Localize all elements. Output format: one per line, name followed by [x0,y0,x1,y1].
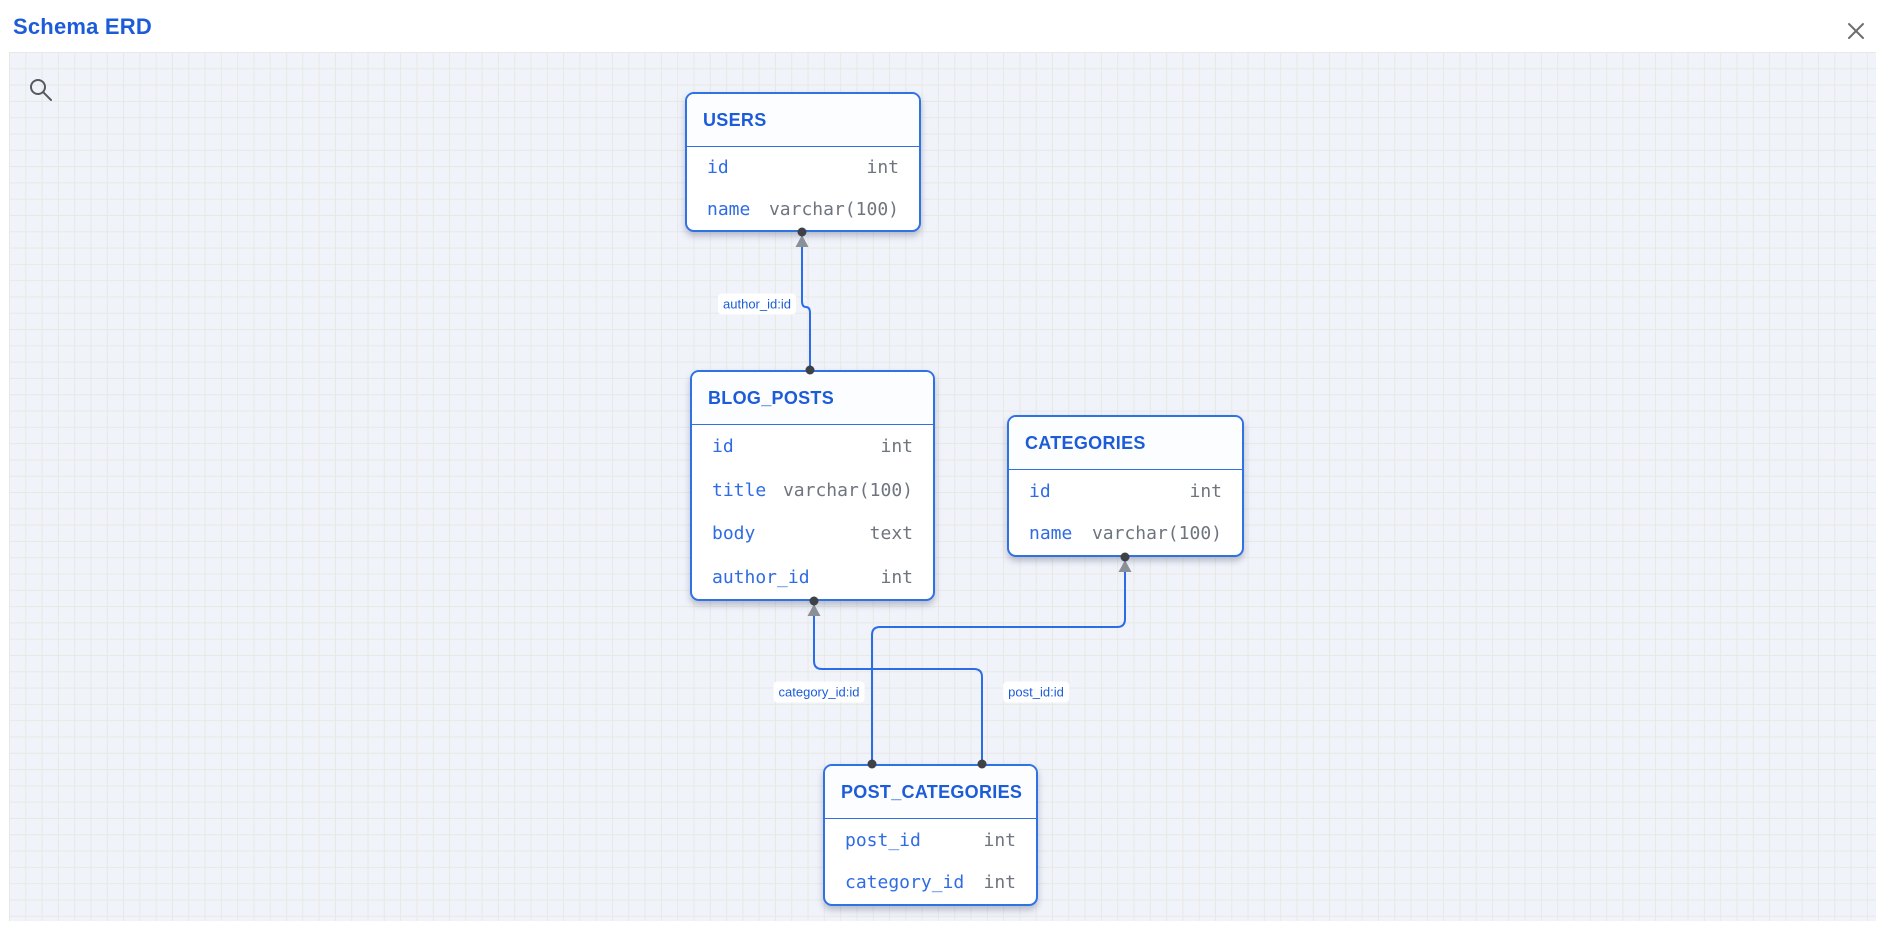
relationship-label: post_id:id [1003,681,1069,703]
field-type: varchar(100) [782,479,913,501]
erd-field-row: id int [692,425,933,469]
erd-canvas[interactable]: USERS id int name varchar(100) BLOG_POST… [9,52,1876,921]
page-title: Schema ERD [13,14,152,39]
erd-field-row: name varchar(100) [687,189,919,231]
field-name: name [1029,523,1073,545]
erd-table-name[interactable]: BLOG_POSTS [692,372,933,425]
erd-table-fields: post_id int category_id int [825,819,1036,904]
erd-table-name[interactable]: POST_CATEGORIES [825,766,1036,819]
field-type: int [983,872,1016,894]
erd-field-row: body text [692,512,933,556]
erd-table[interactable]: POST_CATEGORIES post_id int category_id … [823,764,1038,906]
close-icon [1848,23,1864,39]
relationship-label: author_id:id [718,293,796,315]
erd-table[interactable]: USERS id int name varchar(100) [685,92,921,232]
erd-table-name[interactable]: CATEGORIES [1009,417,1242,470]
field-name: author_id [712,566,810,588]
erd-field-row: id int [1009,470,1242,513]
search-icon[interactable] [27,76,67,112]
field-name: id [707,157,729,179]
field-type: int [1189,480,1222,502]
field-type: varchar(100) [1091,523,1222,545]
field-name: body [712,523,756,545]
field-type: int [880,436,913,458]
erd-table-name[interactable]: USERS [687,94,919,147]
field-type: int [983,829,1016,851]
field-name: category_id [845,872,965,894]
erd-table-fields: id int name varchar(100) [687,147,919,230]
erd-table[interactable]: CATEGORIES id int name varchar(100) [1007,415,1244,557]
erd-field-row: category_id int [825,862,1036,905]
erd-field-row: name varchar(100) [1009,513,1242,556]
erd-table-fields: id int name varchar(100) [1009,470,1242,555]
field-name: id [712,436,734,458]
field-name: name [707,198,751,220]
field-name: title [712,479,767,501]
relationship-label: category_id:id [773,681,865,703]
erd-field-row: author_id int [692,556,933,600]
erd-table-fields: id int title varchar(100) body text auth… [692,425,933,599]
field-type: int [866,157,899,179]
erd-field-row: title varchar(100) [692,469,933,513]
field-name: id [1029,480,1051,502]
erd-field-row: id int [687,147,919,189]
field-type: text [869,523,913,545]
erd-field-row: post_id int [825,819,1036,862]
modal-header: Schema ERD [0,0,1888,52]
field-type: int [880,566,913,588]
field-name: post_id [845,829,921,851]
erd-table[interactable]: BLOG_POSTS id int title varchar(100) bod… [690,370,935,601]
close-button[interactable] [1842,17,1870,45]
field-type: varchar(100) [768,198,899,220]
